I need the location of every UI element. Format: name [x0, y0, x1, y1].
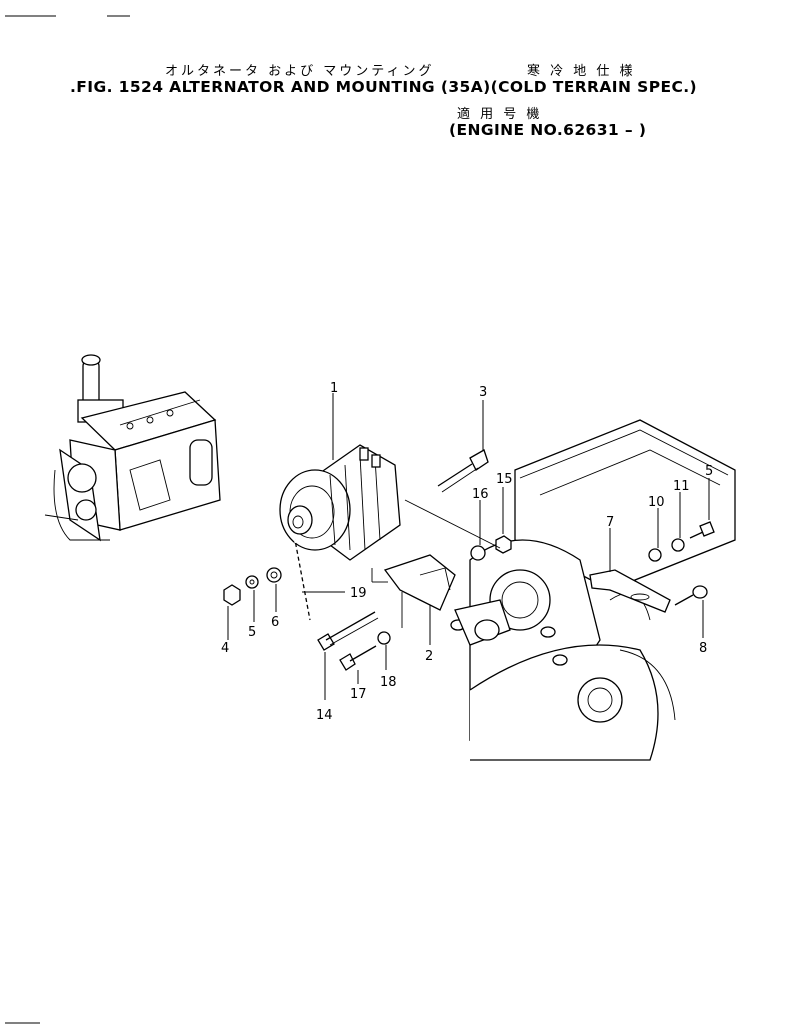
callout-5-left: 5 — [248, 625, 256, 640]
callout-16: 16 — [472, 487, 489, 502]
bolt-5-right — [689, 521, 715, 539]
alternator-assembly — [279, 444, 401, 561]
callout-18: 18 — [380, 675, 397, 690]
callout-6: 6 — [271, 615, 279, 630]
callout-2: 2 — [425, 649, 433, 664]
callout-8: 8 — [699, 641, 707, 656]
engine-overview-illustration — [44, 354, 221, 542]
small-hardware — [223, 535, 685, 645]
adjusting-bar — [589, 569, 671, 613]
mounting-bracket — [383, 554, 456, 611]
bolt-14 — [317, 611, 379, 651]
engine-block-illustration — [450, 419, 736, 761]
callout-15: 15 — [496, 472, 513, 487]
title-japanese: オルタネータ および マウンティング — [165, 64, 435, 79]
callout-11: 11 — [673, 479, 690, 494]
leader-lines — [227, 393, 710, 700]
callout-17: 17 — [350, 687, 367, 702]
engine-number: (ENGINE NO.62631 – ) — [449, 121, 647, 139]
applicable-japanese: 適 用 号 機 — [457, 107, 543, 122]
bolt-8 — [674, 585, 708, 606]
callout-7: 7 — [606, 515, 614, 530]
callout-4: 4 — [221, 641, 229, 656]
bolt-17 — [339, 645, 377, 671]
callout-5-right: 5 — [705, 464, 713, 479]
long-bolt — [437, 449, 489, 493]
figure-title: .FIG. 1524 ALTERNATOR AND MOUNTING (35A)… — [70, 78, 697, 96]
callout-3: 3 — [479, 385, 487, 400]
callout-1: 1 — [330, 381, 338, 396]
v-belt — [294, 539, 311, 621]
spec-japanese: 寒 冷 地 仕 様 — [527, 64, 636, 79]
callout-19: 19 — [350, 586, 367, 601]
callout-10: 10 — [648, 495, 665, 510]
callout-14: 14 — [316, 708, 333, 723]
scan-marks — [5, 15, 130, 1024]
